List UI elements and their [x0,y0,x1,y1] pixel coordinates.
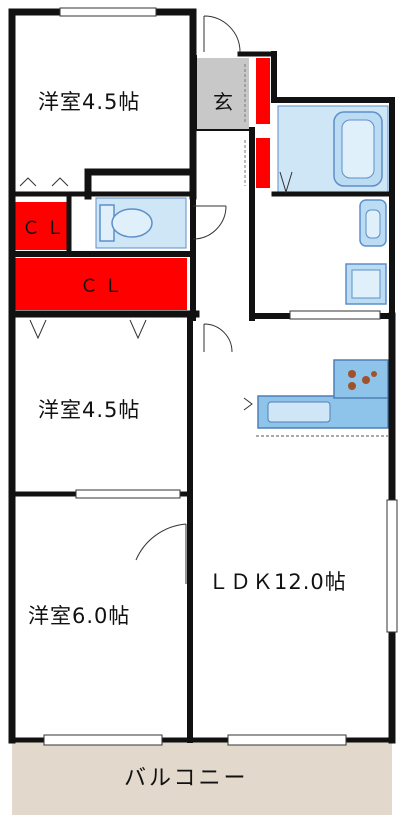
entrance-floor [197,58,249,130]
entrance-shoe-cabinet-1 [256,58,270,124]
closet-small-label: ＣＬ [22,218,70,239]
burner-1 [348,370,356,378]
ldk-label: ＬＤＫ12.0帖 [208,570,347,594]
balcony-floor [12,740,392,815]
closet-large-label: ＣＬ [80,276,128,297]
kitchen-sink [267,401,331,423]
burner-3 [348,382,356,390]
windows [43,7,398,746]
wash-basin-inner [365,209,381,239]
entrance-shoe-cabinet-2 [256,138,270,188]
closet-small [15,202,69,250]
bathtub-inner [341,119,375,179]
burner-2 [362,376,370,384]
toilet-bowl [111,208,153,238]
doors [19,15,293,584]
western-room-3-label: 洋室6.0帖 [28,604,131,628]
western-room-1-label: 洋室4.5帖 [38,90,141,114]
stove-unit [333,359,389,399]
balcony-label: バルコニー [124,766,249,791]
burner-4 [371,371,377,377]
closet-large [15,258,187,310]
entrance-label: 玄 [213,90,233,114]
western-room-2-label: 洋室4.5帖 [38,398,141,422]
washing-machine-inner [351,269,381,299]
